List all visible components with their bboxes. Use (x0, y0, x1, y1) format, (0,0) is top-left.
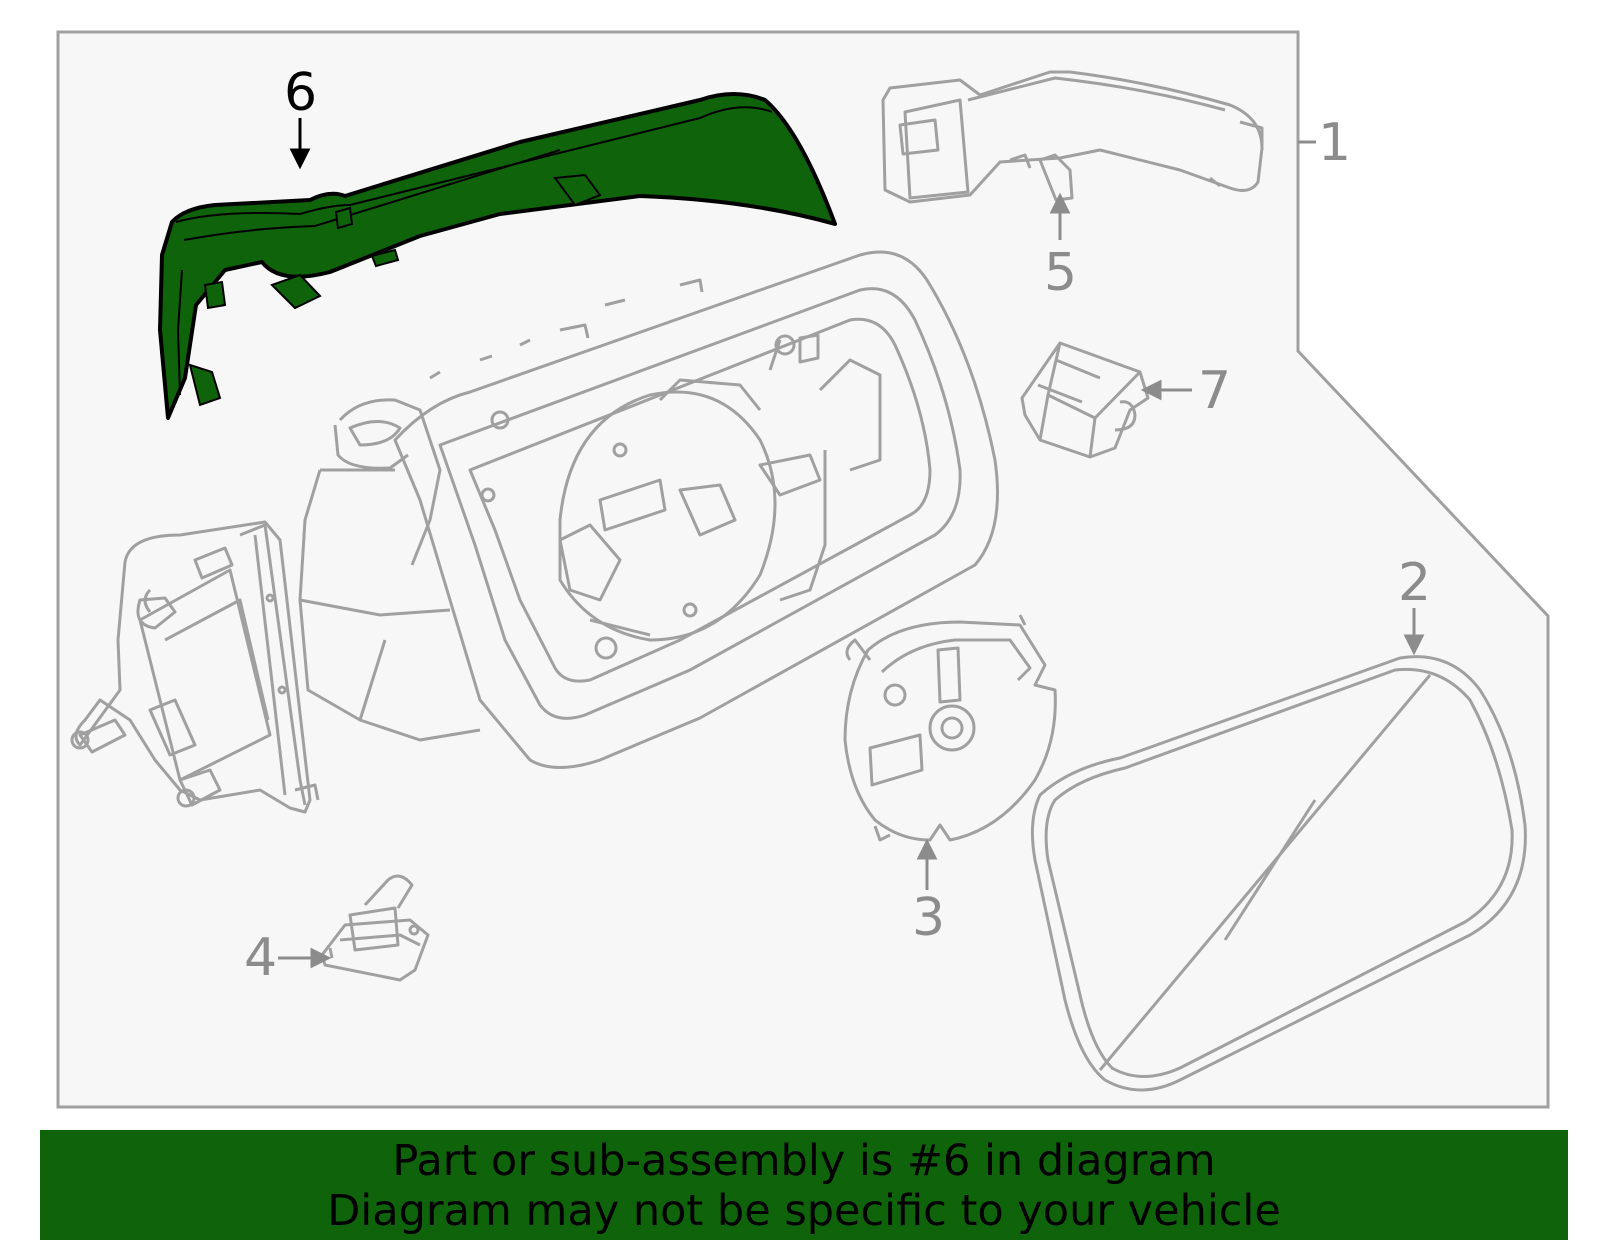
banner-line-2: Diagram may not be specific to your vehi… (327, 1186, 1281, 1236)
leader-lines (278, 140, 1425, 969)
part-1-turn-signal[interactable] (881, 70, 1264, 204)
callout-2: 2 (1398, 553, 1431, 613)
callout-3: 3 (912, 888, 945, 948)
callout-6: 6 (284, 63, 317, 123)
part-6-mirror-cover[interactable] (158, 92, 837, 420)
part-2-mirror-glass[interactable] (1030, 655, 1527, 1092)
part-7-connector[interactable] (1020, 341, 1150, 459)
leader-6 (289, 118, 311, 170)
diagram-panel (56, 30, 1550, 1109)
callout-7: 7 (1198, 361, 1231, 421)
part-4-bulb-socket[interactable] (320, 874, 430, 982)
info-banner: Part or sub-assembly is #6 in diagram Di… (40, 1130, 1568, 1240)
part-3-backing-plate[interactable] (843, 614, 1057, 842)
mirror-base-mount (70, 520, 320, 814)
callout-4: 4 (244, 928, 277, 988)
mirror-housing-assembly (298, 250, 999, 769)
callout-5: 5 (1044, 243, 1077, 303)
callout-1: 1 (1318, 113, 1351, 173)
banner-line-1: Part or sub-assembly is #6 in diagram (392, 1136, 1216, 1186)
